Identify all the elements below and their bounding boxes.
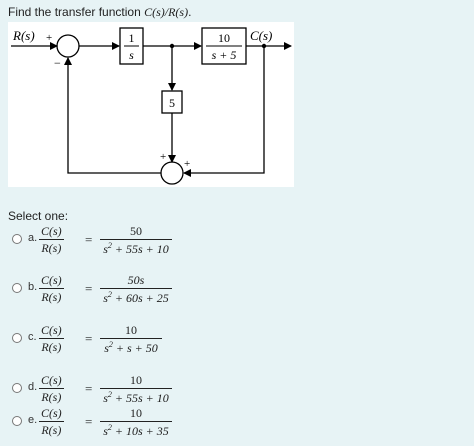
- radio-b[interactable]: [12, 283, 22, 293]
- equals-sign: =: [85, 414, 93, 429]
- feedback-to-sum1-arrow: [64, 57, 161, 174]
- output-feedback-arrow: [183, 46, 265, 177]
- radio-c[interactable]: [12, 333, 22, 343]
- output-branch-point: [261, 43, 267, 49]
- lhs-fraction: C(s) R(s): [39, 224, 64, 255]
- option-letter: d.: [28, 381, 38, 393]
- summing-junction-2: [160, 161, 184, 185]
- integrator-num: 1: [129, 31, 135, 45]
- answer-option-c[interactable]: c. C(s) R(s) = 10 s2 + s + 50: [12, 323, 312, 363]
- rhs-fraction: 50 s2 + 55s + 10: [100, 224, 172, 257]
- option-letter: c.: [28, 331, 37, 343]
- answer-option-b[interactable]: b. C(s) R(s) = 50s s2 + 60s + 25: [12, 273, 312, 313]
- answer-option-d[interactable]: d. C(s) R(s) = 10 s2 + 55s + 10: [12, 373, 312, 413]
- output-label: C(s): [250, 28, 272, 43]
- question-suffix: .: [188, 5, 192, 19]
- equals-sign: =: [85, 381, 93, 396]
- option-letter: b.: [28, 281, 38, 293]
- question-text: Find the transfer function C(s)/R(s).: [8, 5, 191, 20]
- lhs-fraction: C(s) R(s): [39, 373, 64, 404]
- equals-sign: =: [85, 281, 93, 296]
- sum2-plus-right: +: [184, 158, 190, 170]
- rhs-fraction: 10 s2 + s + 50: [100, 323, 162, 356]
- select-one-label: Select one:: [8, 209, 69, 223]
- plant-num: 10: [218, 31, 230, 45]
- answer-option-a[interactable]: a. C(s) R(s) = 50 s2 + 55s + 10: [12, 224, 312, 264]
- sum1-plus-sign: +: [46, 32, 52, 44]
- answer-option-e[interactable]: e. C(s) R(s) = 10 s2 + 10s + 35: [12, 406, 312, 446]
- block-diagram: R(s) + − 1 s 10 s + 5 C(s) 5 + +: [8, 22, 294, 187]
- lhs-fraction: C(s) R(s): [39, 406, 64, 437]
- sum2-plus-top: +: [160, 151, 166, 163]
- radio-a[interactable]: [12, 234, 22, 244]
- rhs-fraction: 50s s2 + 60s + 25: [100, 273, 172, 306]
- branch-point: [169, 43, 175, 49]
- input-label: R(s): [12, 28, 35, 43]
- radio-e[interactable]: [12, 416, 22, 426]
- summing-junction-1: [56, 34, 80, 58]
- lhs-fraction: C(s) R(s): [39, 273, 64, 304]
- option-letter: a.: [28, 232, 38, 244]
- plant-den: s + 5: [212, 48, 237, 62]
- lhs-fraction: C(s) R(s): [39, 323, 64, 354]
- rhs-fraction: 10 s2 + 10s + 35: [100, 406, 172, 439]
- rhs-fraction: 10 s2 + 55s + 10: [100, 373, 172, 406]
- block-diagram-svg: R(s) + − 1 s 10 s + 5 C(s) 5 + +: [11, 27, 292, 185]
- sum1-minus-sign: −: [54, 56, 61, 70]
- integrator-den: s: [129, 48, 134, 62]
- question-prefix: Find the transfer function: [8, 5, 145, 19]
- question-expr: C(s)/R(s): [144, 5, 189, 19]
- equals-sign: =: [85, 331, 93, 346]
- gain-value: 5: [169, 96, 175, 110]
- radio-d[interactable]: [12, 383, 22, 393]
- option-letter: e.: [28, 414, 38, 426]
- equals-sign: =: [85, 232, 93, 247]
